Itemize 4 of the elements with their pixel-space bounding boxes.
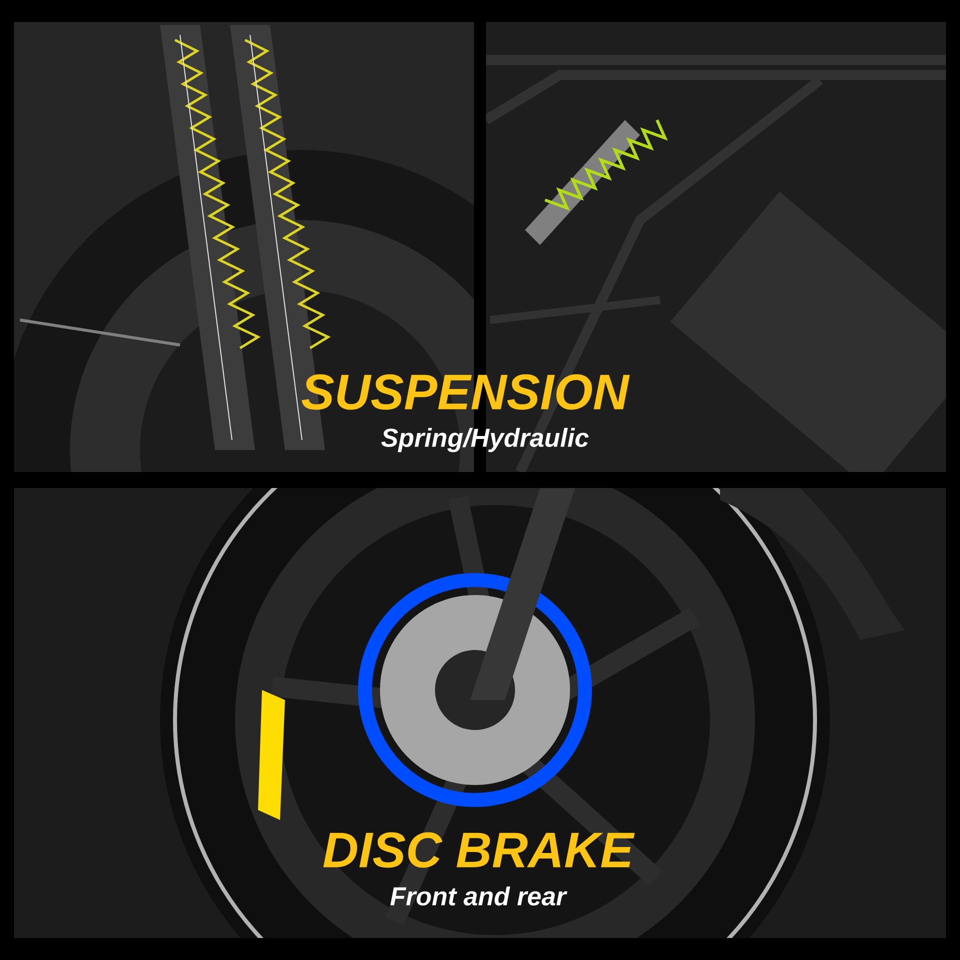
- heading: SUSPENSION: [302, 374, 630, 410]
- heading: DISC BRAKE: [323, 832, 635, 868]
- subheading: Spring/Hydraulic: [381, 428, 589, 452]
- subheading: Front and rear: [390, 886, 568, 906]
